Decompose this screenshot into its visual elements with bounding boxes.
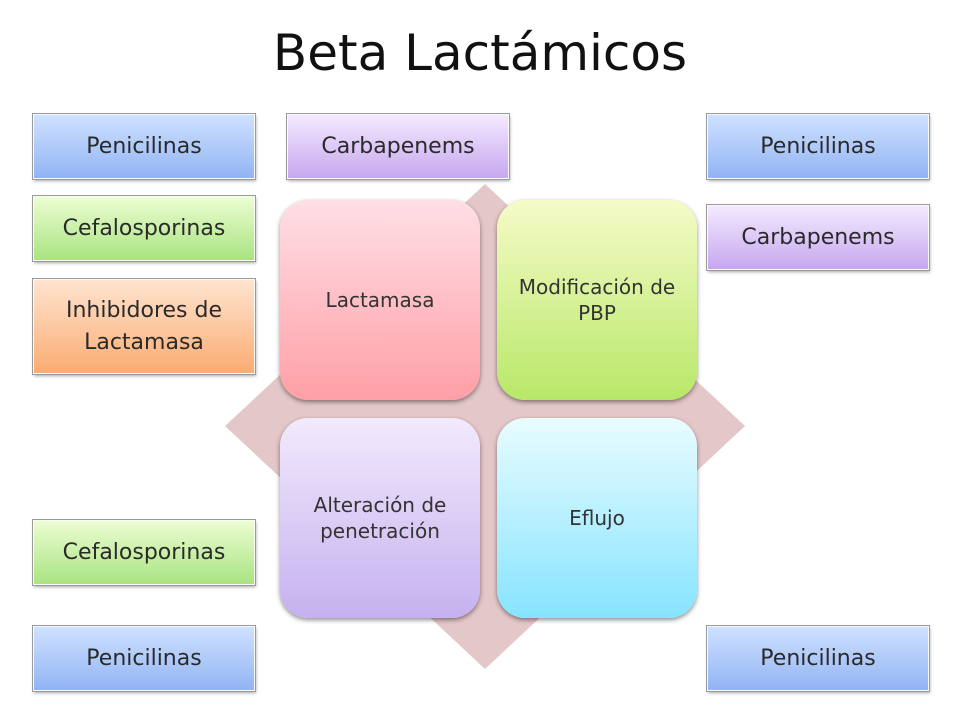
tag-inhibidores-lactamasa: Inhibidores de Lactamasa — [32, 278, 256, 375]
quad-modificacion-pbp: Modificación de PBP — [497, 200, 697, 400]
tag-cefalosporinas-left-top: Cefalosporinas — [32, 195, 256, 262]
tag-penicilinas-left-bottom: Penicilinas — [32, 625, 256, 692]
tag-penicilinas-left-top: Penicilinas — [32, 113, 256, 180]
tag-carbapenems-right: Carbapenems — [706, 204, 930, 271]
quad-eflujo: Eflujo — [497, 418, 697, 618]
quad-lactamasa: Lactamasa — [280, 200, 480, 400]
slide-title: Beta Lactámicos — [272, 24, 688, 82]
quad-alteracion-penetracion: Alteración de penetración — [280, 418, 480, 618]
tag-carbapenems-center: Carbapenems — [286, 113, 510, 180]
tag-cefalosporinas-left-bottom: Cefalosporinas — [32, 519, 256, 586]
tag-penicilinas-right-top: Penicilinas — [706, 113, 930, 180]
tag-penicilinas-right-bottom: Penicilinas — [706, 625, 930, 692]
